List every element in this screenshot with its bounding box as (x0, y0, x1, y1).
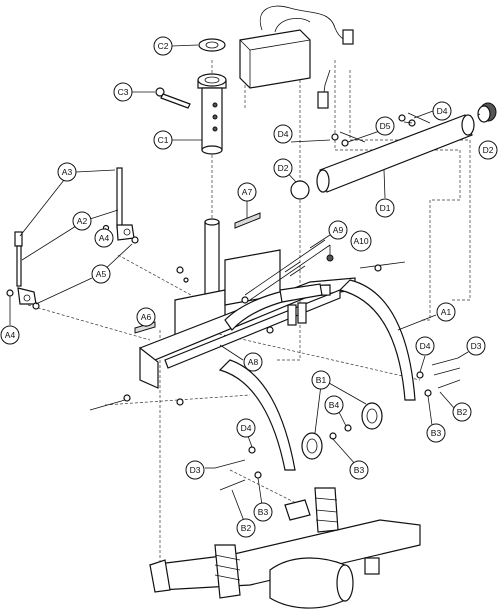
callout-c1: C1 (153, 130, 173, 150)
callout-label: A7 (242, 187, 253, 197)
callout-b3-right: B3 (426, 423, 446, 443)
callout-label: B2 (457, 407, 468, 417)
callout-a1: A1 (436, 302, 456, 322)
callout-label: B3 (258, 507, 269, 517)
callout-b3-center: B3 (349, 460, 369, 480)
callout-label: D2 (278, 163, 289, 173)
callout-label: D1 (380, 203, 391, 213)
callout-label: B2 (241, 523, 252, 533)
callout-label: B3 (354, 465, 365, 475)
callout-label: A4 (99, 233, 110, 243)
callout-label: D3 (471, 341, 482, 351)
callout-label: D4 (241, 423, 252, 433)
callout-b1: B1 (311, 370, 331, 390)
callout-label: A4 (5, 330, 16, 340)
callout-d4-right: D4 (415, 336, 435, 356)
callout-a6: A6 (136, 307, 156, 327)
seat-post-assembly (155, 38, 227, 155)
callout-label: C1 (158, 135, 169, 145)
callout-a4: A4 (94, 228, 114, 248)
callout-a9: A9 (328, 220, 348, 240)
callout-label: D3 (190, 465, 201, 475)
callout-a4-lower: A4 (0, 325, 20, 345)
callout-label: D4 (278, 129, 289, 139)
callout-label: D4 (437, 106, 448, 116)
left-hardware (6, 167, 139, 310)
callout-label: D4 (420, 341, 431, 351)
callout-d2-left: D2 (273, 158, 293, 178)
frame-assembly (89, 212, 416, 471)
callout-label: C3 (118, 87, 129, 97)
callout-d4-left: D4 (236, 418, 256, 438)
callout-label: C2 (158, 41, 169, 51)
callout-c3: C3 (113, 82, 133, 102)
callout-a2: A2 (72, 211, 92, 231)
callout-label: B1 (316, 375, 327, 385)
callout-d5: D5 (375, 116, 395, 136)
callout-label: A8 (248, 357, 259, 367)
callout-a3: A3 (57, 162, 77, 182)
callout-d1: D1 (375, 198, 395, 218)
callout-d3-left: D3 (185, 460, 205, 480)
callout-label: A10 (353, 236, 368, 246)
callout-a8: A8 (243, 352, 263, 372)
callout-d2-right: D2 (478, 140, 498, 160)
callout-b3-left: B3 (253, 502, 273, 522)
callout-a10: A10 (350, 230, 372, 252)
callout-label: A2 (77, 216, 88, 226)
callout-d4-upper-left: D4 (273, 124, 293, 144)
callout-label: B4 (329, 400, 340, 410)
callout-d3-right: D3 (466, 336, 486, 356)
callout-label: A6 (141, 312, 152, 322)
callout-label: A1 (441, 307, 452, 317)
callout-label: A3 (62, 167, 73, 177)
callout-label: A9 (333, 225, 344, 235)
callout-b2-left: B2 (236, 518, 256, 538)
leader-lines (9, 44, 481, 522)
callout-d4-upper-right: D4 (432, 101, 452, 121)
controller-box (239, 5, 354, 109)
callout-b4: B4 (324, 395, 344, 415)
callout-b2-right: B2 (452, 402, 472, 422)
callout-label: D5 (380, 121, 391, 131)
armrest-tube (290, 102, 497, 200)
callout-label: B3 (431, 428, 442, 438)
assembly-guide-lines (27, 40, 471, 565)
callout-a7: A7 (237, 182, 257, 202)
callout-label: A5 (96, 269, 107, 279)
callout-label: D2 (483, 145, 494, 155)
base-motor-assembly (149, 487, 421, 609)
callout-a5: A5 (91, 264, 111, 284)
callout-c2: C2 (153, 36, 173, 56)
